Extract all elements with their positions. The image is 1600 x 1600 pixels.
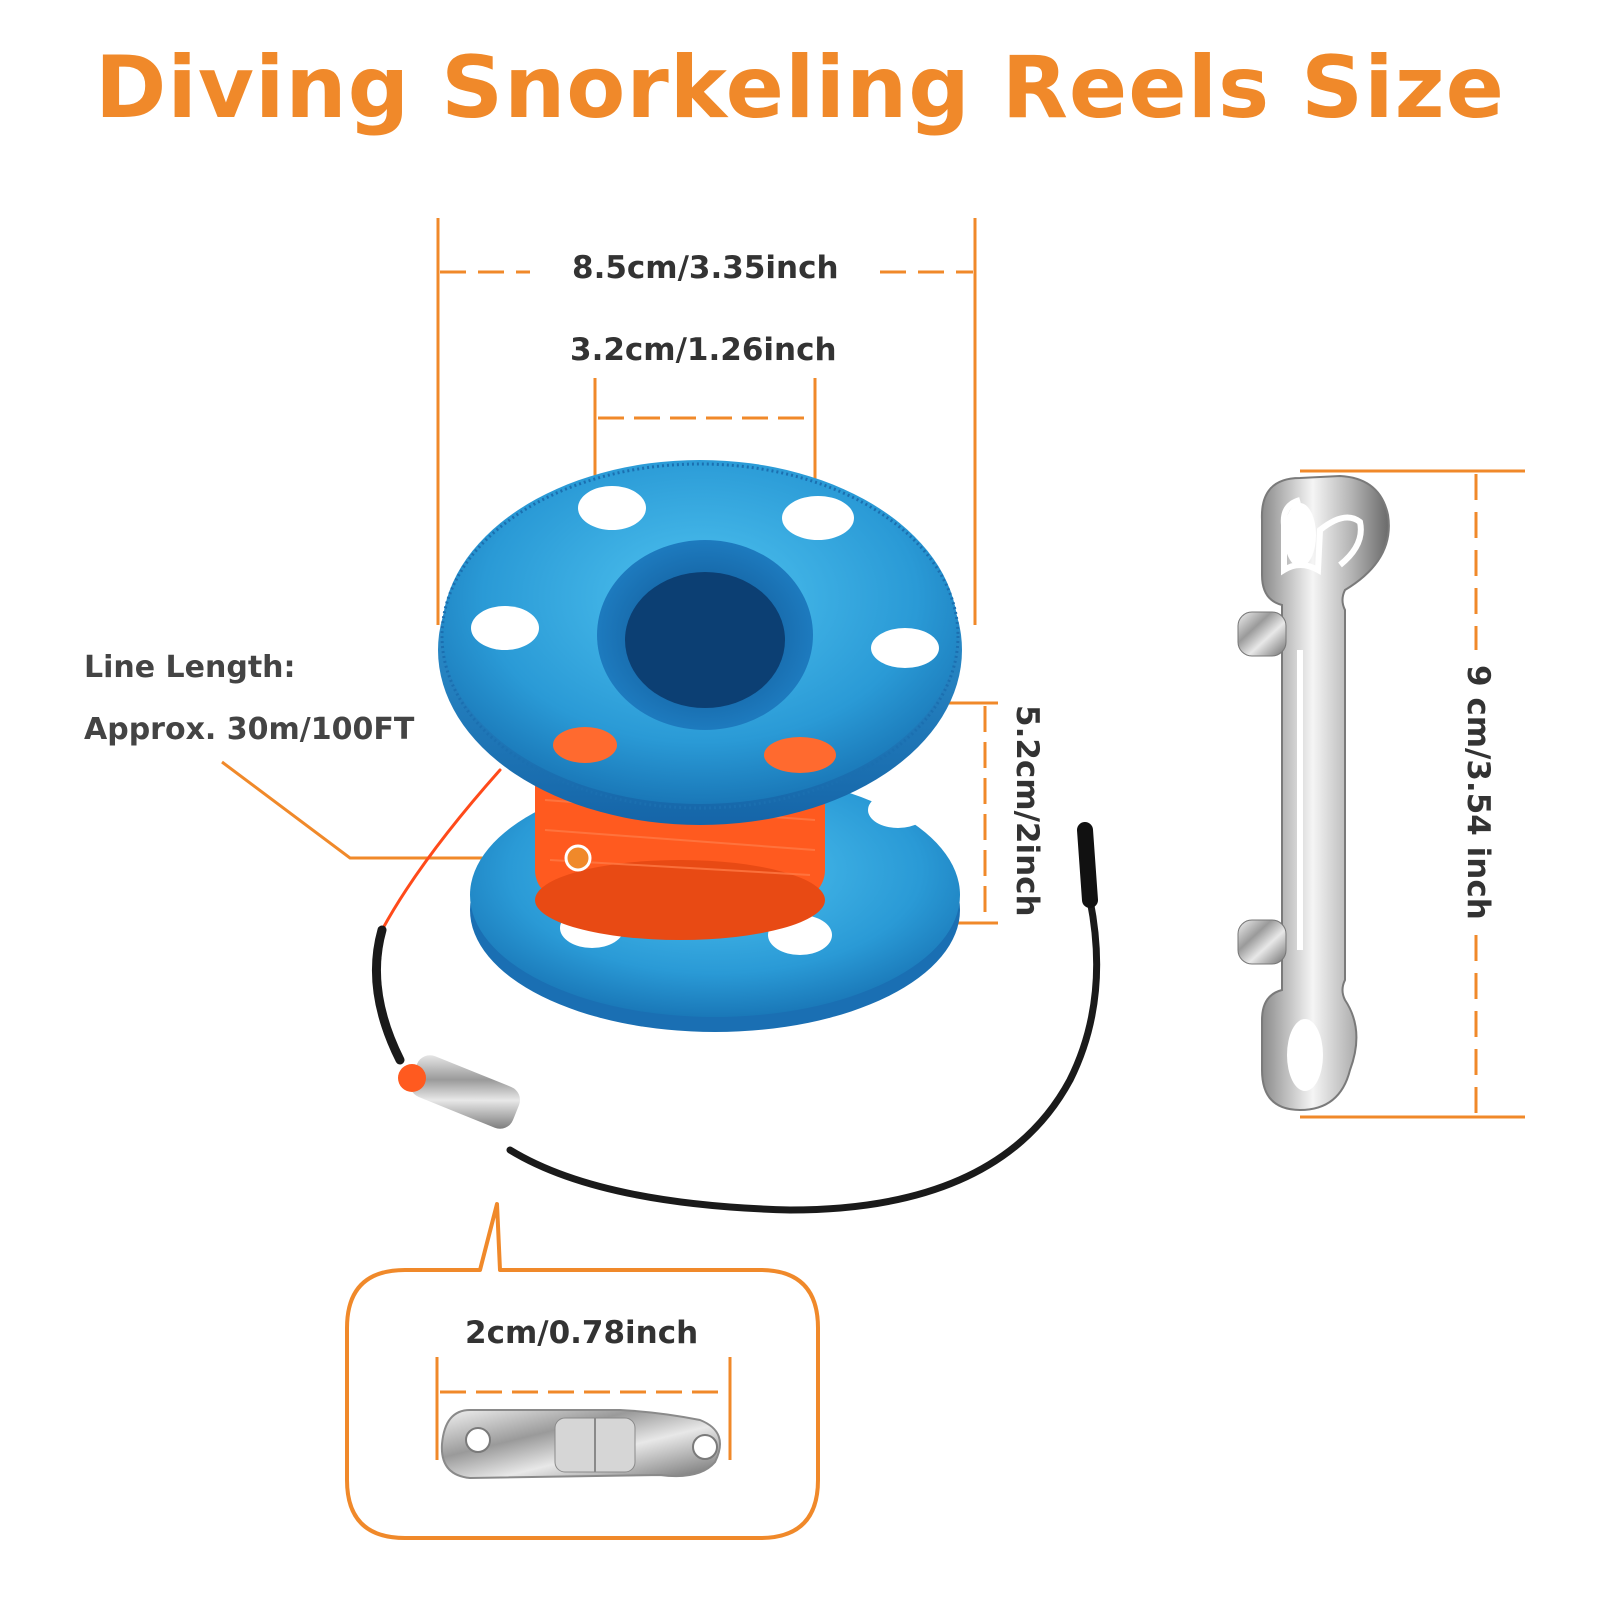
bolt-snap-image	[1237, 474, 1390, 1112]
reel-outer-diameter-label: 8.5cm/3.35inch	[572, 250, 839, 286]
line-length-label: Line Length:	[84, 650, 296, 685]
line-length-value: Approx. 30m/100FT	[84, 712, 415, 747]
reel-inner-diameter-label: 3.2cm/1.26inch	[570, 332, 837, 368]
swivel-image	[440, 1409, 721, 1480]
reel-cord	[371, 768, 1101, 1214]
page-title: Diving Snorkeling Reels Size	[95, 38, 1505, 138]
cord-swivel	[398, 1055, 521, 1129]
swivel-callout-box	[345, 1202, 820, 1540]
reel-image	[438, 460, 962, 1032]
swivel-length-label: 2cm/0.78inch	[465, 1315, 699, 1351]
reel-height-label: 5.2cm/2inch	[1009, 705, 1045, 917]
snap-length-label: 9 cm/3.54 inch	[1460, 665, 1496, 920]
